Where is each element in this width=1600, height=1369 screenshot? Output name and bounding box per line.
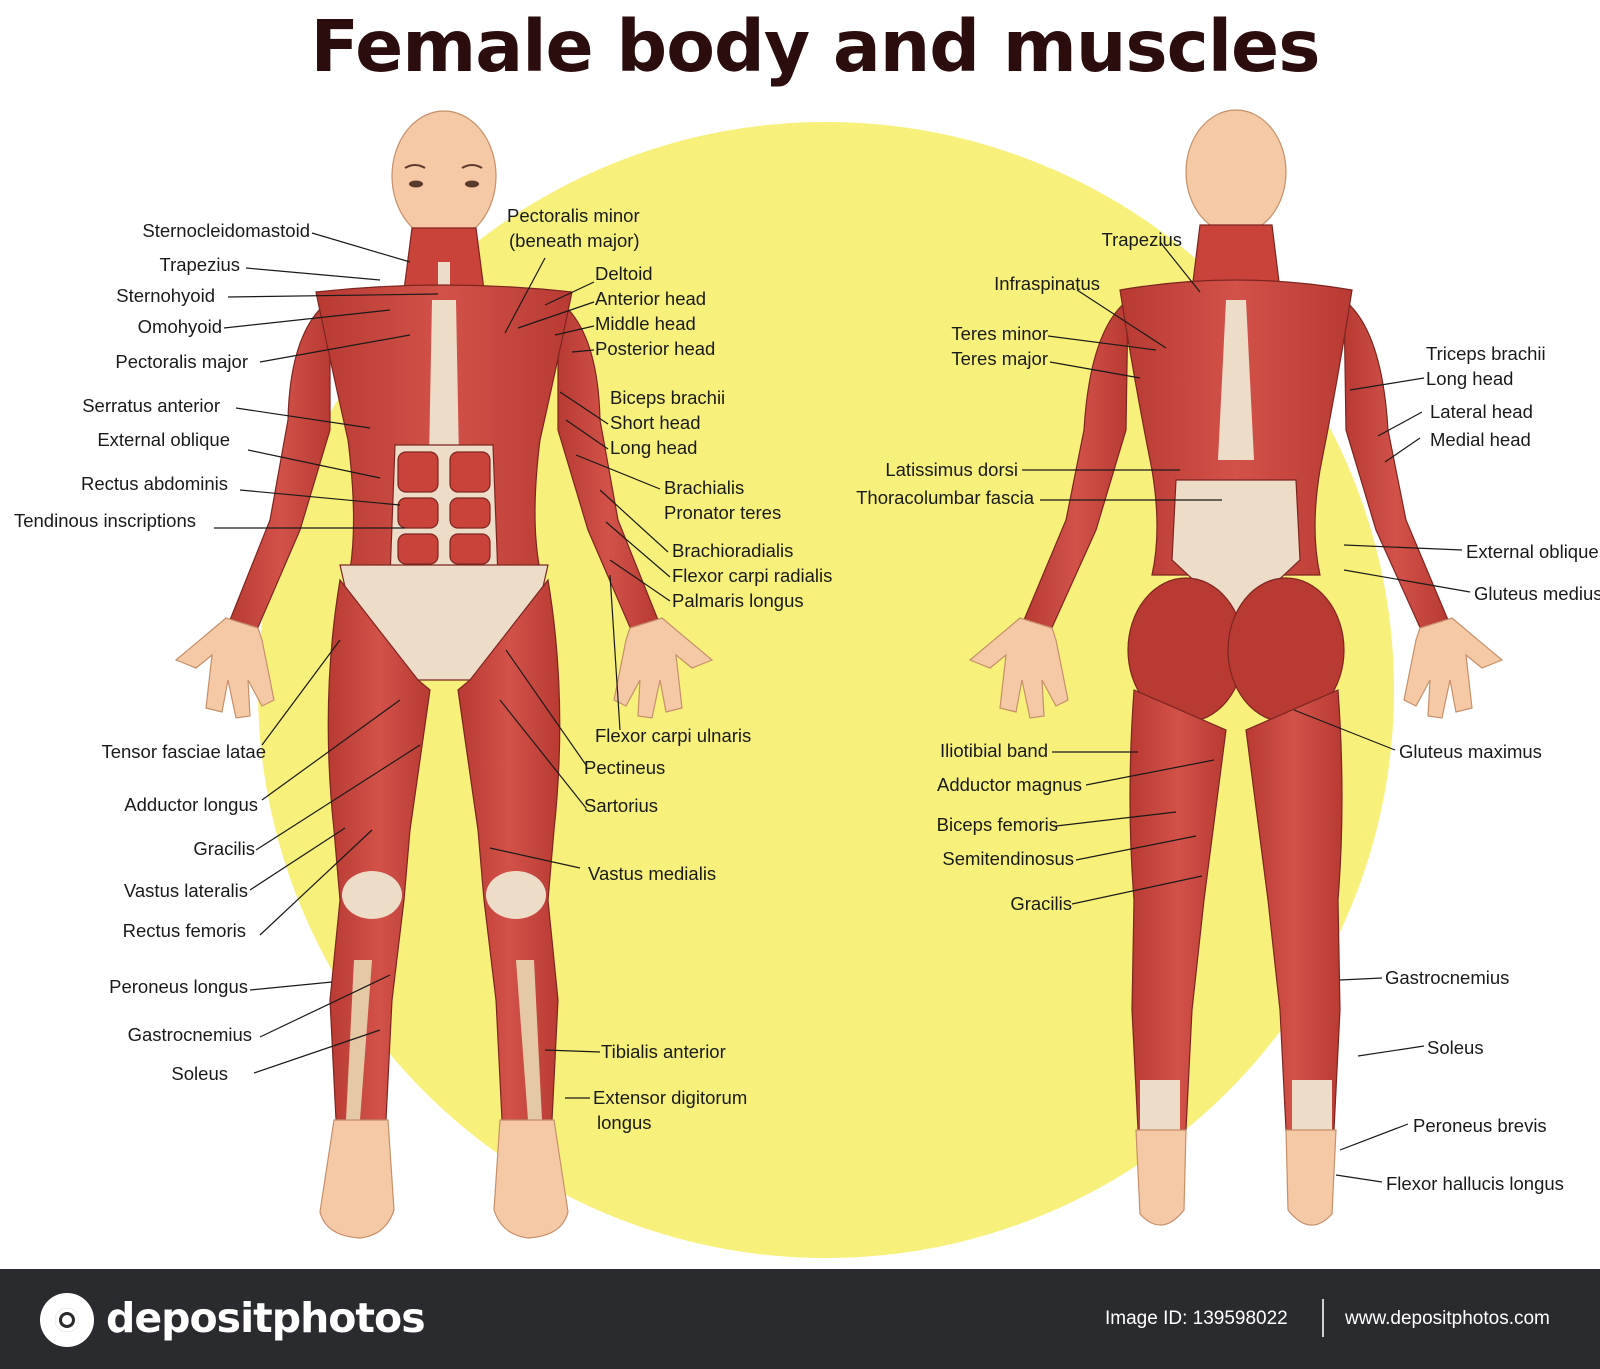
label-flexor-hallucis-longus: Flexor hallucis longus <box>1386 1173 1564 1194</box>
label-sartorius: Sartorius <box>584 795 659 816</box>
label-latissimus-dorsi: Latissimus dorsi <box>885 459 1018 480</box>
label-posterior-head: Posterior head <box>595 338 716 359</box>
leader-lines <box>214 232 1471 1183</box>
label-brachioradialis: Brachioradialis <box>672 540 794 561</box>
label-adductor-magnus: Adductor magnus <box>936 774 1082 795</box>
label-triceps-brachii: Triceps brachii <box>1426 343 1546 364</box>
logo-text[interactable]: depositphotos <box>106 1294 426 1342</box>
label-pectoralis-major: Pectoralis major <box>115 351 248 372</box>
label-teres-minor: Teres minor <box>951 323 1048 344</box>
label-rectus-abdominis: Rectus abdominis <box>80 473 228 494</box>
label-extensor-digitorum: Extensor digitorum <box>593 1087 748 1108</box>
label-vastus-lateralis: Vastus lateralis <box>123 880 248 901</box>
label-soleus-back: Soleus <box>1427 1037 1484 1058</box>
label-flexor-carpi-radialis: Flexor carpi radialis <box>672 565 833 586</box>
label-biceps-brachii: Biceps brachii <box>610 387 726 408</box>
label-trapezius-front: Trapezius <box>159 254 240 275</box>
label-rectus-femoris: Rectus femoris <box>122 920 246 941</box>
label-sternocleidomastoid: Sternocleidomastoid <box>142 220 310 241</box>
label-brachialis: Brachialis <box>664 477 745 498</box>
label-external-oblique-back: External oblique <box>1466 541 1599 562</box>
label-pronator-teres: Pronator teres <box>664 502 782 523</box>
back-figure <box>968 109 1504 1226</box>
label-short-head: Short head <box>610 412 701 433</box>
label-pectineus: Pectineus <box>584 757 666 778</box>
label-sternohyoid: Sternohyoid <box>116 285 215 306</box>
label-soleus-front: Soleus <box>171 1063 228 1084</box>
label-gluteus-maximus: Gluteus maximus <box>1399 741 1542 762</box>
label-gracilis-back: Gracilis <box>1010 893 1072 914</box>
label-tendinous-inscriptions: Tendinous inscriptions <box>13 510 196 531</box>
label-adductor-longus: Adductor longus <box>124 794 258 815</box>
label-gastrocnemius-back: Gastrocnemius <box>1385 967 1510 988</box>
label-omohyoid: Omohyoid <box>137 316 222 337</box>
label-extensor-longus: longus <box>597 1112 652 1133</box>
label-peroneus-longus: Peroneus longus <box>109 976 248 997</box>
label-flexor-carpi-ulnaris: Flexor carpi ulnaris <box>595 725 752 746</box>
label-infraspinatus: Infraspinatus <box>994 273 1100 294</box>
label-deltoid: Deltoid <box>595 263 653 284</box>
depositphotos-logo-icon[interactable] <box>40 1293 94 1347</box>
image-id: Image ID: 139598022 <box>1105 1308 1288 1329</box>
label-vastus-medialis: Vastus medialis <box>588 863 717 884</box>
footer-divider <box>1322 1299 1324 1337</box>
label-tensor-fasciae-latae: Tensor fasciae latae <box>101 741 266 762</box>
label-gastrocnemius-front: Gastrocnemius <box>127 1024 252 1045</box>
label-semitendinosus: Semitendinosus <box>942 848 1074 869</box>
site-url-link[interactable]: www.depositphotos.com <box>1345 1308 1550 1329</box>
label-lateral-head: Lateral head <box>1430 401 1533 422</box>
label-middle-head: Middle head <box>595 313 696 334</box>
label-long-head-biceps: Long head <box>610 437 698 458</box>
label-biceps-femoris: Biceps femoris <box>936 814 1058 835</box>
front-figure <box>174 110 714 1239</box>
label-external-oblique-front: External oblique <box>97 429 230 450</box>
label-long-head-triceps: Long head <box>1426 368 1514 389</box>
label-palmaris-longus: Palmaris longus <box>672 590 804 611</box>
label-teres-major: Teres major <box>951 348 1048 369</box>
label-beneath-major: (beneath major) <box>509 230 640 251</box>
label-peroneus-brevis: Peroneus brevis <box>1413 1115 1547 1136</box>
label-tibialis-anterior: Tibialis anterior <box>601 1041 726 1062</box>
label-gluteus-medius: Gluteus medius <box>1474 583 1600 604</box>
footer-bar: depositphotos Image ID: 139598022 www.de… <box>0 1269 1600 1369</box>
page-title: Female body and muscles <box>310 5 1321 88</box>
label-anterior-head: Anterior head <box>595 288 707 309</box>
label-iliotibial-band: Iliotibial band <box>940 740 1048 761</box>
label-serratus-anterior: Serratus anterior <box>82 395 220 416</box>
label-medial-head: Medial head <box>1430 429 1531 450</box>
label-thoracolumbar-fascia: Thoracolumbar fascia <box>856 487 1034 508</box>
label-trapezius-back: Trapezius <box>1101 229 1182 250</box>
label-gracilis-front: Gracilis <box>193 838 255 859</box>
label-pectoralis-minor: Pectoralis minor <box>507 205 640 226</box>
